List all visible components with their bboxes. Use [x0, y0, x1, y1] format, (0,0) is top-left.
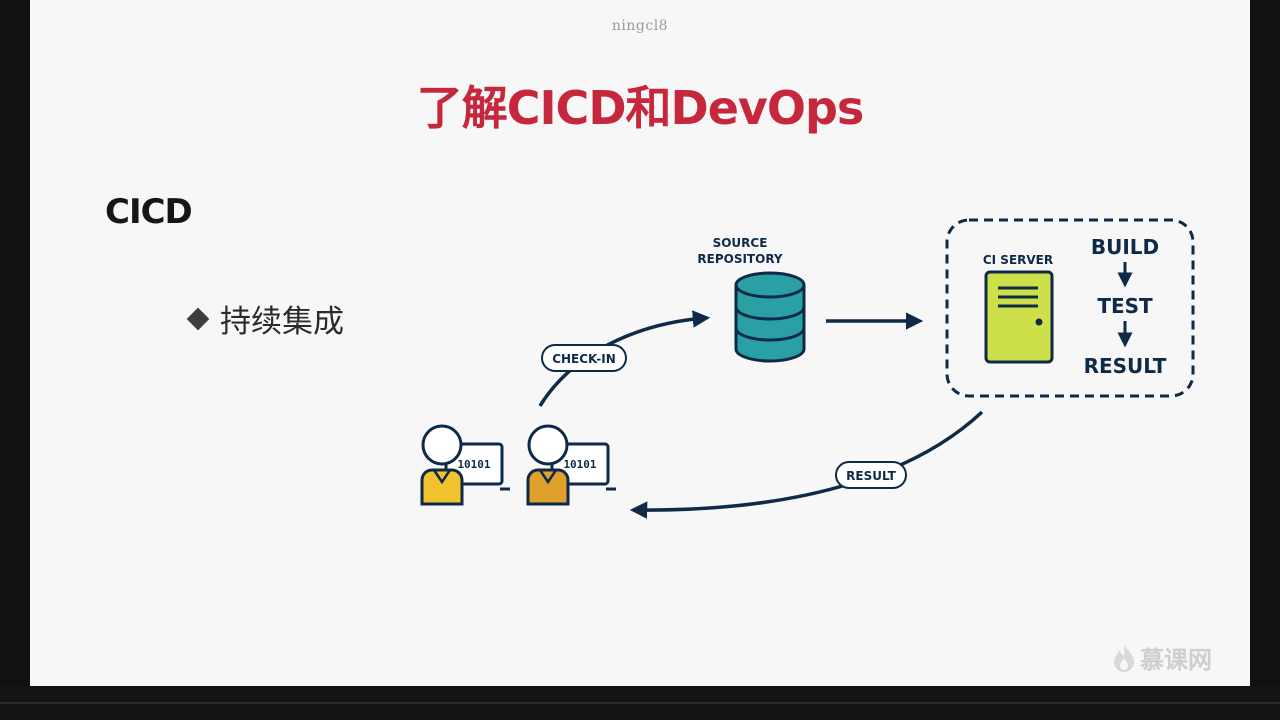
- database-icon: [734, 271, 806, 363]
- result-return-arrow: [629, 410, 984, 519]
- source-repository: SOURCE REPOSITORY: [697, 236, 806, 363]
- ci-diagram: SOURCE REPOSITORY CI SERVER BUILD: [420, 218, 1195, 519]
- progress-track: [0, 702, 1280, 704]
- section-heading: CICD: [105, 192, 193, 232]
- video-bottom-bar: [0, 686, 1280, 720]
- brand-logo: 慕课网: [1112, 640, 1212, 675]
- result-step: RESULT: [1084, 354, 1167, 378]
- developer-2: 10101: [526, 424, 616, 506]
- bullet-text: 持续集成: [220, 304, 344, 340]
- person-icon: [526, 424, 570, 506]
- ci-server-box: CI SERVER BUILD TEST RESULT: [945, 218, 1195, 398]
- developer-1: 10101: [420, 424, 510, 506]
- source-label-line1: SOURCE: [713, 236, 768, 250]
- brand-text: 慕课网: [1140, 646, 1212, 674]
- slide-title: 了解CICD和DevOps: [416, 81, 865, 135]
- bullet-item: 持续集成: [186, 296, 344, 341]
- dev2-code: 10101: [563, 458, 596, 471]
- build-step: BUILD: [1091, 235, 1159, 259]
- slide: ningcl8 了解CICD和DevOps CICD 持续集成 SOURCE R…: [30, 0, 1250, 686]
- dev1-code: 10101: [457, 458, 490, 471]
- server-icon: [984, 270, 1054, 364]
- result-pill: RESULT: [835, 461, 907, 489]
- watermark: ningcl8: [611, 18, 669, 34]
- ci-server-label: CI SERVER: [983, 253, 1053, 267]
- person-icon: [420, 424, 464, 506]
- source-label-line2: REPOSITORY: [697, 252, 783, 266]
- check-in-label: CHECK-IN: [552, 352, 616, 366]
- flame-icon: [1114, 643, 1134, 672]
- test-step: TEST: [1097, 294, 1153, 318]
- result-return-label: RESULT: [846, 469, 896, 483]
- check-in-pill: CHECK-IN: [541, 344, 627, 372]
